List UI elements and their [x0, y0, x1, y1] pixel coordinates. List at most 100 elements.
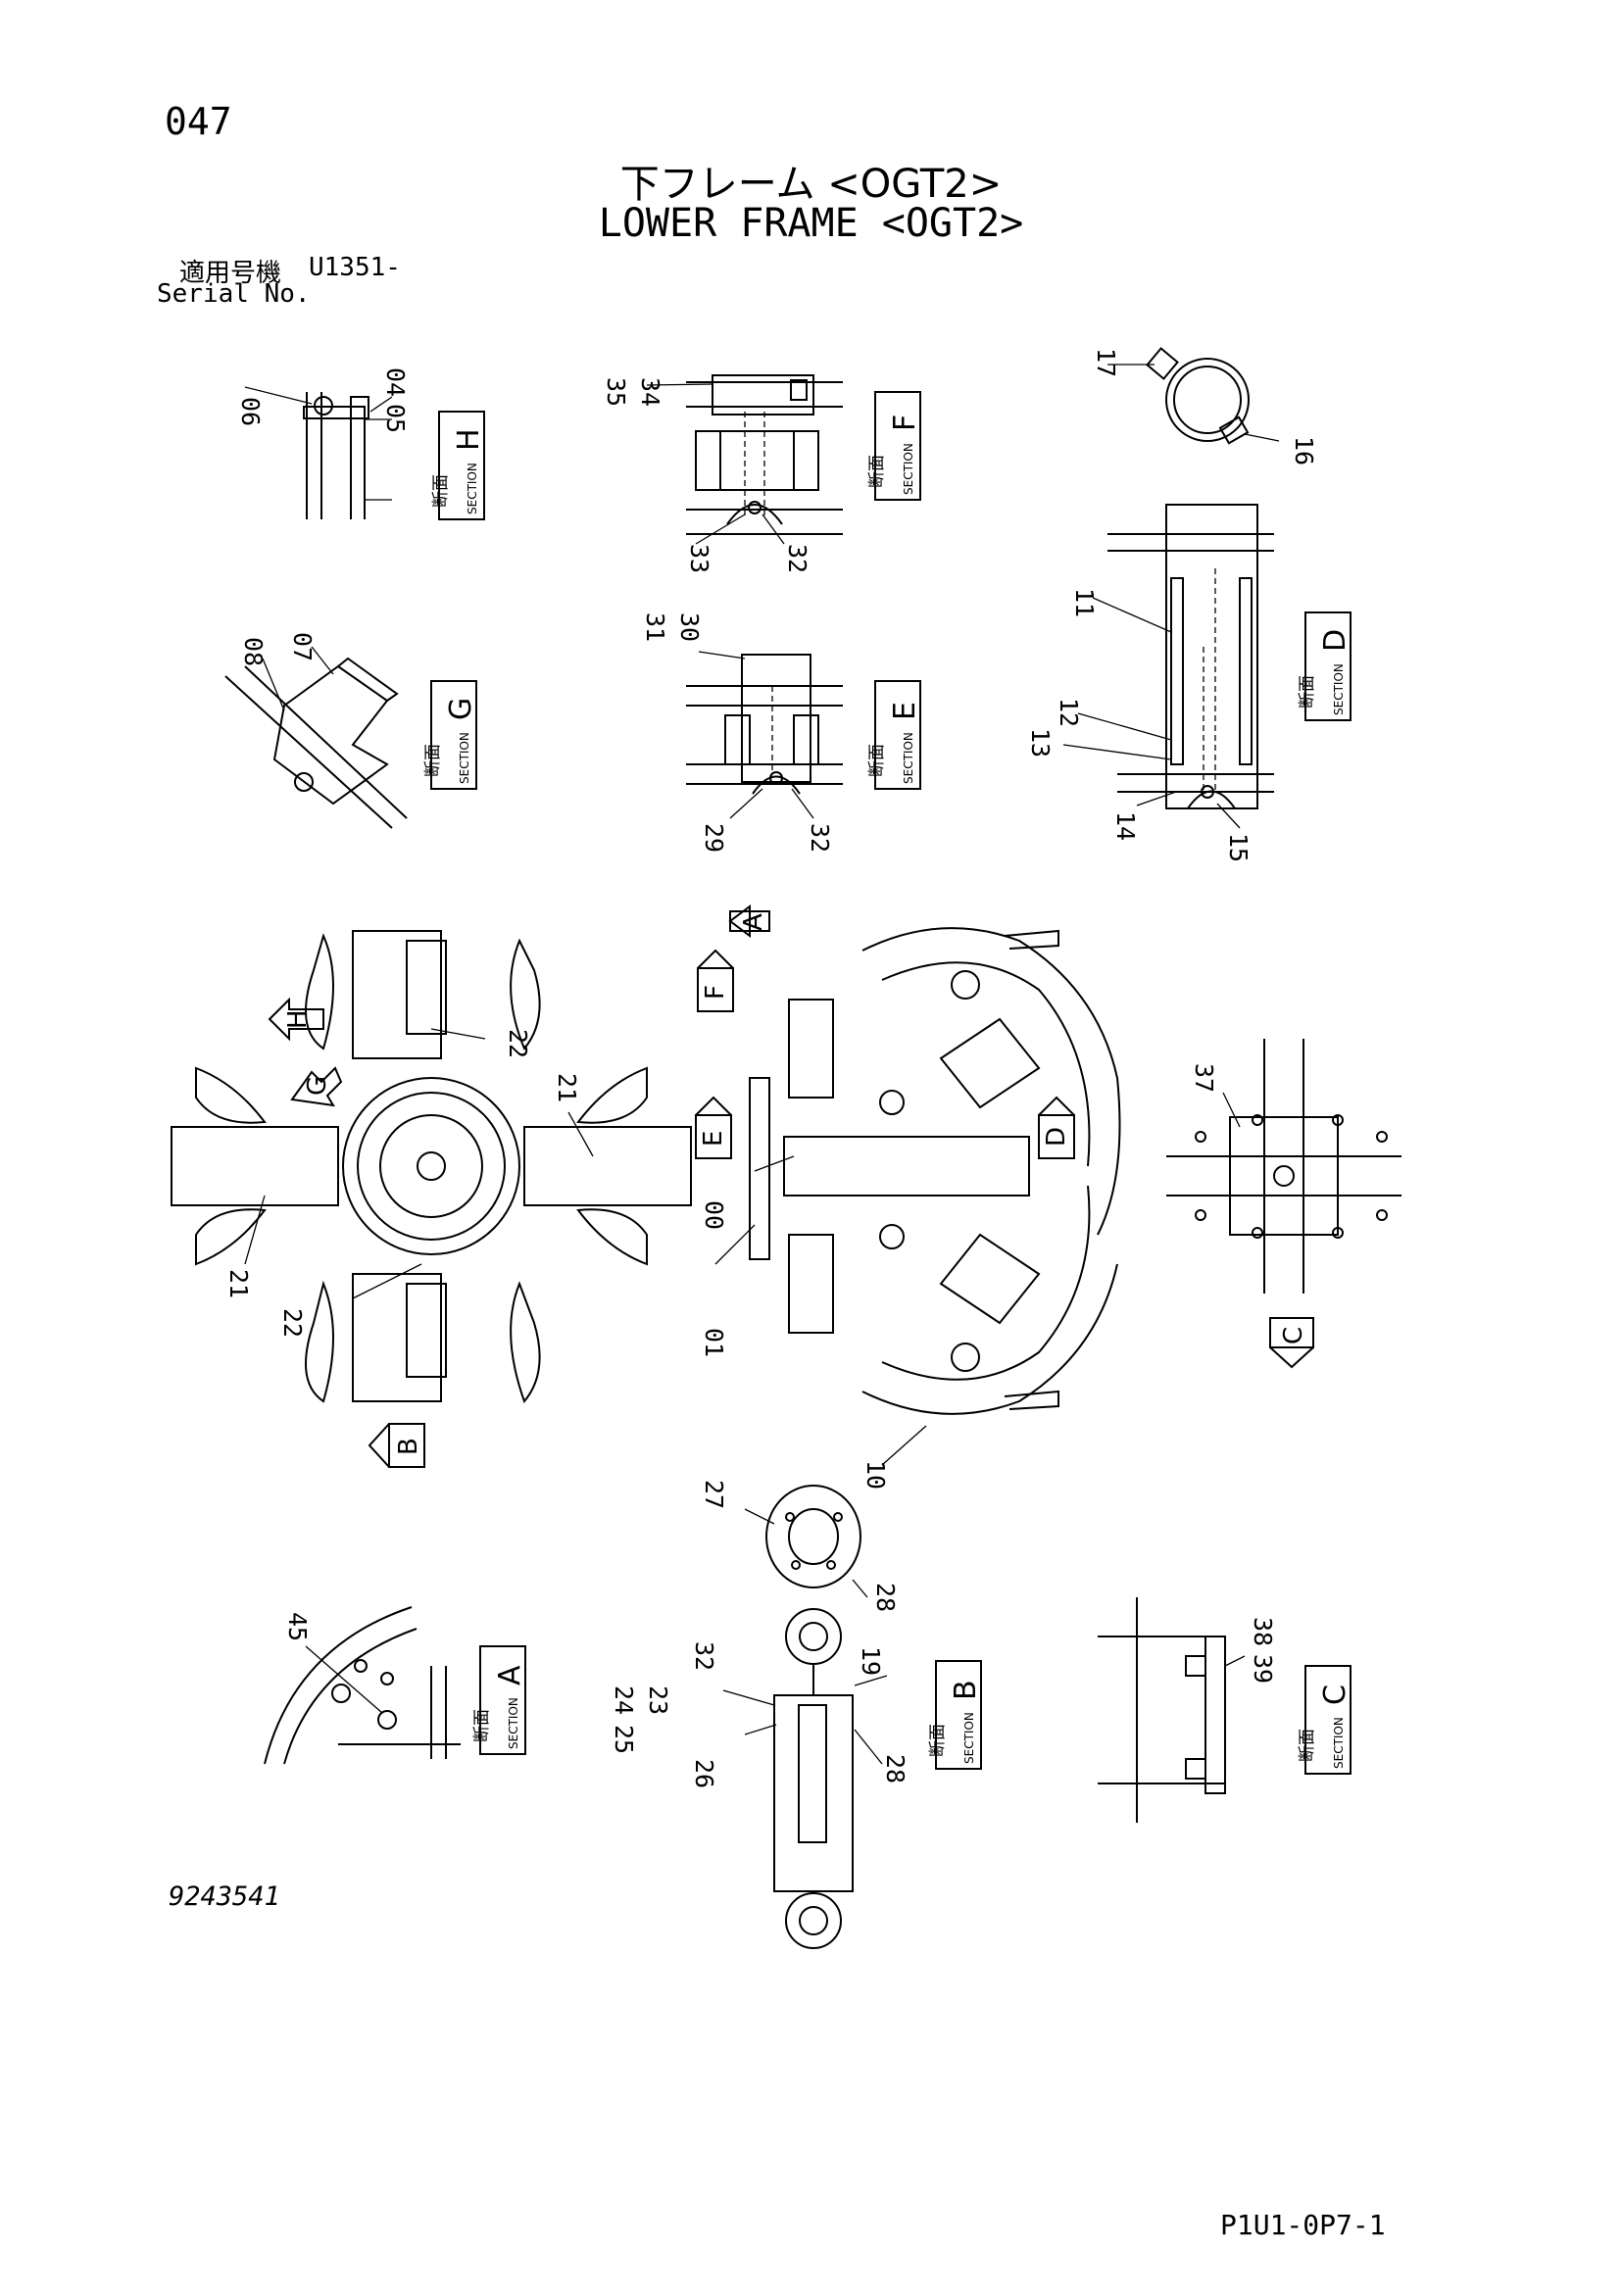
part-label: 33 [685, 544, 713, 573]
part-label: 17 [1092, 348, 1120, 377]
part-label: 22 [278, 1308, 307, 1338]
svg-text:B: B [949, 1680, 983, 1700]
part-label: 00 [700, 1200, 728, 1230]
svg-text:A: A [739, 913, 768, 931]
part-label: 04 [381, 367, 410, 397]
view-arrow-g: G [290, 1066, 343, 1107]
svg-text:SECTION: SECTION [902, 443, 915, 495]
detail-ring-16-17 [1107, 347, 1280, 445]
part-labels: 06 04 05 35 34 33 32 17 16 11 12 13 14 1… [224, 348, 1318, 1788]
svg-text:F: F [701, 985, 730, 1000]
part-label: 38 [1249, 1617, 1277, 1646]
detail-section-e [686, 651, 843, 819]
detail-section-a [264, 1606, 461, 1765]
svg-text:G: G [303, 1076, 332, 1096]
svg-text:C: C [1279, 1327, 1308, 1344]
title-japanese: 下フレーム <OGT2> [619, 162, 1003, 207]
part-label: 16 [1290, 436, 1318, 465]
svg-text:SECTION: SECTION [962, 1712, 976, 1764]
detail-section-h [244, 386, 393, 519]
part-label: 23 [644, 1685, 672, 1715]
part-label: 13 [1026, 728, 1055, 757]
view-arrow-e: E [695, 1096, 732, 1159]
svg-text:断面: 断面 [1298, 1729, 1317, 1762]
part-label: 26 [690, 1759, 718, 1788]
svg-text:D: D [1042, 1127, 1071, 1147]
detail-cross-frame-37 [1166, 1039, 1401, 1294]
detail-section-d [1062, 504, 1274, 829]
detail-ring-25-26 [744, 1485, 868, 1598]
svg-text:G: G [444, 698, 478, 720]
part-label: 24 [610, 1685, 638, 1715]
part-label: 31 [641, 612, 669, 642]
serial-value: U1351- [309, 253, 401, 282]
part-label: 07 [288, 632, 317, 661]
svg-text:H: H [283, 1009, 313, 1029]
part-label: 30 [675, 612, 704, 642]
part-label: 34 [636, 377, 664, 407]
svg-text:断面: 断面 [472, 1709, 492, 1742]
part-label: 15 [1224, 833, 1253, 862]
view-arrow-h: H [268, 997, 324, 1042]
part-label: 28 [881, 1754, 909, 1783]
part-label: 37 [1190, 1063, 1218, 1093]
svg-text:D: D [1318, 629, 1352, 652]
main-frame-top-view [171, 930, 692, 1403]
part-label: 35 [602, 377, 630, 407]
part-label: 39 [1249, 1654, 1277, 1684]
view-arrow-b: B [368, 1423, 425, 1468]
part-label: 06 [236, 397, 265, 426]
section-label-h: 断面 SECTION H [431, 411, 486, 520]
svg-text:断面: 断面 [431, 474, 451, 508]
part-label: 29 [700, 823, 728, 853]
view-arrow-a: A [728, 904, 770, 938]
detail-section-c-bolts [1098, 1597, 1246, 1823]
part-label: 21 [224, 1269, 253, 1298]
view-arrow-f: F [697, 949, 734, 1012]
section-label-d: 断面 SECTION D [1298, 611, 1352, 721]
svg-text:SECTION: SECTION [1332, 1717, 1346, 1769]
part-label: 05 [381, 404, 410, 433]
detail-section-g [224, 646, 408, 829]
svg-text:SECTION: SECTION [458, 732, 471, 784]
svg-text:断面: 断面 [1298, 675, 1317, 708]
part-label: 12 [1055, 698, 1083, 727]
section-label-g: 断面 SECTION G [423, 680, 478, 790]
part-label: 28 [871, 1583, 900, 1612]
view-arrow-d: D [1038, 1096, 1075, 1159]
svg-text:E: E [888, 702, 922, 720]
svg-text:SECTION: SECTION [1332, 663, 1346, 715]
part-label: 01 [700, 1328, 728, 1357]
svg-text:断面: 断面 [867, 455, 887, 488]
section-label-e: 断面 SECTION E [867, 680, 922, 790]
section-label-b: 断面 SECTION B [928, 1660, 983, 1770]
serial-label-japanese: 適用号機 [179, 259, 282, 288]
part-label: 14 [1111, 811, 1140, 841]
svg-text:SECTION: SECTION [507, 1697, 520, 1749]
view-arrow-c: C [1269, 1317, 1314, 1369]
svg-text:断面: 断面 [867, 744, 887, 777]
grapple-side-view [714, 927, 1121, 1466]
sheet-id: P1U1-0P7-1 [1220, 2209, 1386, 2241]
section-label-c: 断面 SECTION C [1298, 1665, 1352, 1775]
title-english: LOWER FRAME <OGT2> [598, 201, 1024, 246]
detail-section-f [646, 374, 843, 545]
detail-section-b-cylinder [722, 1608, 888, 1949]
svg-text:断面: 断面 [423, 744, 443, 777]
section-label-f: 断面 SECTION F [867, 391, 922, 501]
svg-text:断面: 断面 [928, 1724, 948, 1757]
part-label: 10 [861, 1460, 890, 1490]
svg-text:SECTION: SECTION [466, 463, 479, 514]
page-number: 047 [165, 100, 232, 143]
part-label: 32 [806, 823, 834, 853]
part-label: 11 [1070, 588, 1099, 617]
section-label-a: 断面 SECTION A [472, 1645, 527, 1755]
svg-text:SECTION: SECTION [902, 732, 915, 784]
part-label: 32 [783, 544, 811, 573]
svg-text:A: A [493, 1665, 527, 1685]
svg-text:F: F [888, 415, 922, 431]
part-label: 45 [283, 1612, 312, 1641]
part-label: 25 [610, 1725, 638, 1754]
part-label: 08 [239, 637, 268, 666]
